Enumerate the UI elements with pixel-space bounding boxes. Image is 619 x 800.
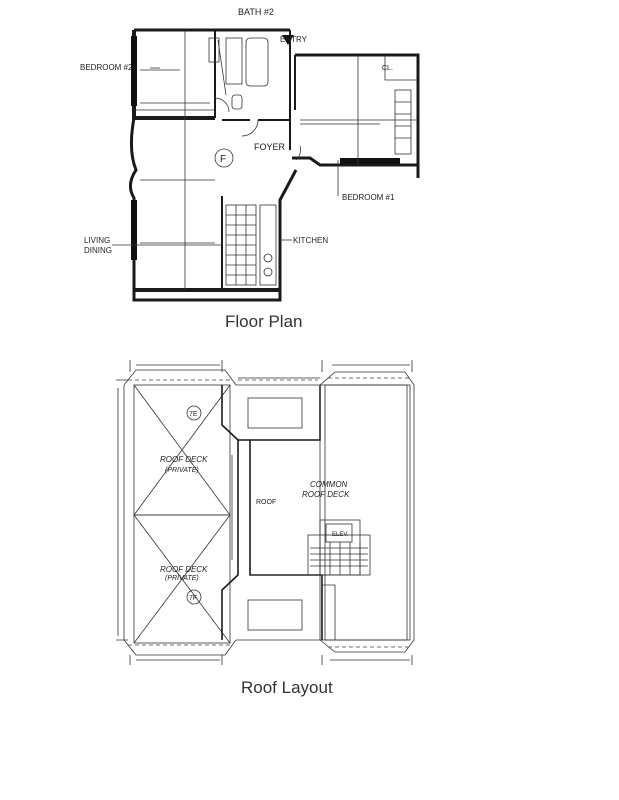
kitchen-label: KITCHEN xyxy=(293,236,328,245)
roof-deck-bottom-label: ROOF DECK xyxy=(160,565,208,574)
floor-plan-drawing xyxy=(112,28,420,302)
private-top-label: (PRIVATE) xyxy=(165,467,199,474)
bath2-label: BATH #2 xyxy=(238,7,274,17)
roof-layout-caption: Roof Layout xyxy=(241,678,333,697)
unit-7f-circle xyxy=(186,589,202,605)
roof-deck-top-label: ROOF DECK xyxy=(160,455,208,464)
elevator-stair-core xyxy=(307,519,371,576)
unit-marker-label: F xyxy=(220,154,226,165)
living-label: LIVING xyxy=(84,236,110,245)
closet-label: CL. xyxy=(382,65,393,72)
foyer-label: FOYER xyxy=(254,142,286,152)
bedroom2-label: BEDROOM #2 xyxy=(80,63,133,72)
common-label: COMMON xyxy=(310,480,348,489)
unit-7e-circle xyxy=(186,405,202,421)
bedroom1-label: BEDROOM #1 xyxy=(342,193,395,202)
entry-label: ENTRY xyxy=(280,35,308,44)
dining-label: DINING xyxy=(84,246,112,255)
common-roof-deck-label: ROOF DECK xyxy=(302,490,350,499)
private-bottom-label: (PRIVATE) xyxy=(165,575,199,582)
roof-label: ROOF xyxy=(256,499,276,506)
unit-7f-label: 7F xyxy=(189,595,197,602)
floor-plan-caption: Floor Plan xyxy=(225,312,303,331)
elevator-label: ELEV. xyxy=(332,532,349,538)
kitchen-cabinets xyxy=(225,204,277,286)
roof-layout-drawing xyxy=(116,360,415,665)
unit-7e-label: 7E xyxy=(189,411,198,418)
unit-marker-circle xyxy=(214,148,234,168)
